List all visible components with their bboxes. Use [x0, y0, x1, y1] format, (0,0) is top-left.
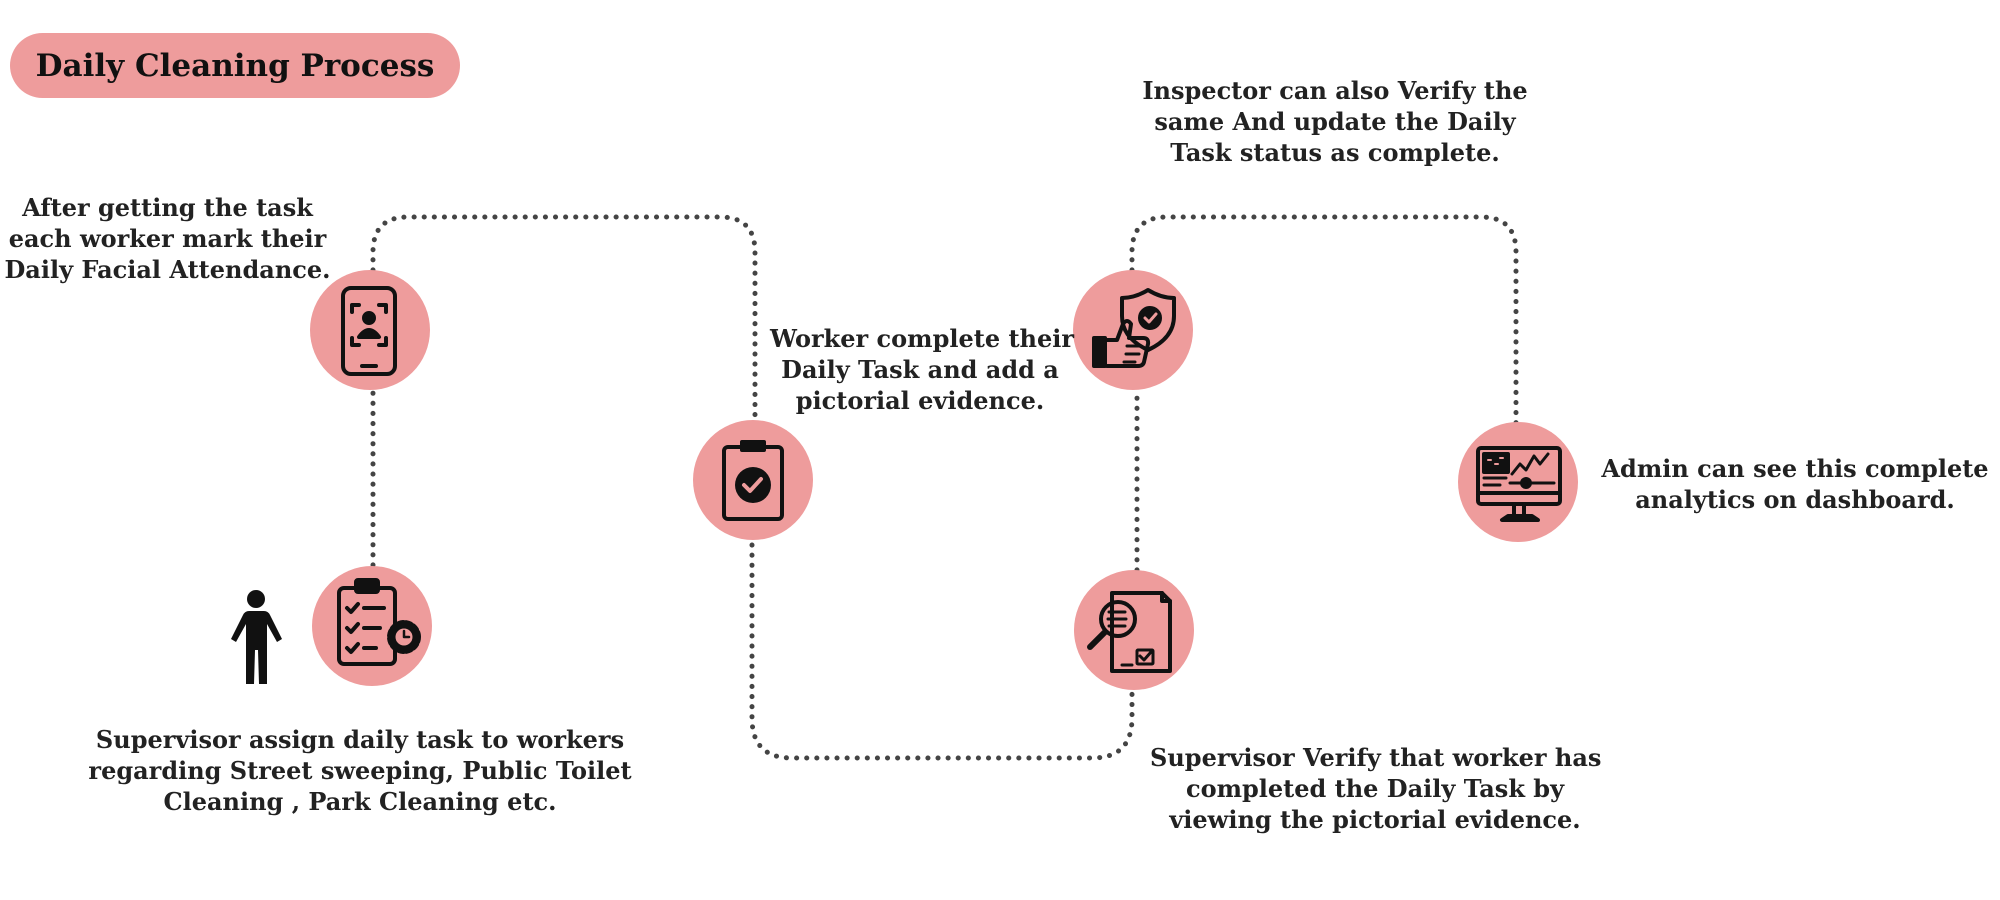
step-text-line: Worker complete their: [770, 324, 1075, 353]
connector-path: [370, 214, 1519, 761]
step-text-line: completed the Daily Task by: [1185, 774, 1565, 803]
step-text-line: same And update the Daily: [1154, 107, 1516, 136]
step-text-line: Cleaning , Park Cleaning etc.: [163, 787, 557, 816]
step-node-assign: [312, 566, 432, 686]
step-text-line: Inspector can also Verify the: [1142, 76, 1528, 105]
analytics-dashboard-icon: [1476, 446, 1562, 522]
step-text-line: regarding Street sweeping, Public Toilet: [88, 756, 632, 785]
step-label-inspector-verify: Inspector can also Verify the same And u…: [1125, 75, 1545, 168]
task-list-gear-icon: [337, 578, 421, 666]
step-text-line: Daily Facial Attendance.: [4, 255, 331, 284]
step-text-line: pictorial evidence.: [795, 386, 1045, 415]
step-node-supervisor-verify: [1074, 570, 1194, 690]
step-label-dashboard: Admin can see this complete analytics on…: [1600, 453, 1990, 515]
step-label-supervisor-verify: Supervisor Verify that worker has comple…: [1150, 742, 1602, 835]
facial-attendance-phone-icon: [341, 286, 397, 376]
step-node-dashboard: [1458, 422, 1578, 542]
step-text-line: viewing the pictorial evidence.: [1169, 805, 1581, 834]
step-text-line: After getting the task: [22, 193, 313, 222]
person-icon: [231, 590, 282, 684]
step-text-line: Admin can see this complete: [1601, 454, 1989, 483]
step-text-line: Supervisor Verify that worker has: [1150, 743, 1602, 772]
step-label-assign: Supervisor assign daily task to workers …: [70, 724, 650, 817]
step-text-line: Daily Task and add a: [781, 355, 1059, 384]
page-title: Daily Cleaning Process: [10, 33, 460, 98]
shield-thumbs-up-icon: [1092, 288, 1176, 368]
step-node-inspector-verify: [1073, 270, 1193, 390]
step-node-attendance: [310, 270, 430, 390]
step-label-attendance: After getting the task each worker mark …: [0, 192, 335, 285]
clipboard-check-icon: [722, 440, 784, 521]
step-text-line: Task status as complete.: [1170, 138, 1500, 167]
document-magnifier-icon: [1087, 591, 1172, 673]
step-node-complete-task: [693, 420, 813, 540]
step-text-line: analytics on dashboard.: [1635, 485, 1955, 514]
step-label-complete-task: Worker complete their Daily Task and add…: [770, 323, 1075, 416]
step-text-line: Supervisor assign daily task to workers: [95, 725, 625, 754]
step-text-line: each worker mark their: [8, 224, 327, 253]
